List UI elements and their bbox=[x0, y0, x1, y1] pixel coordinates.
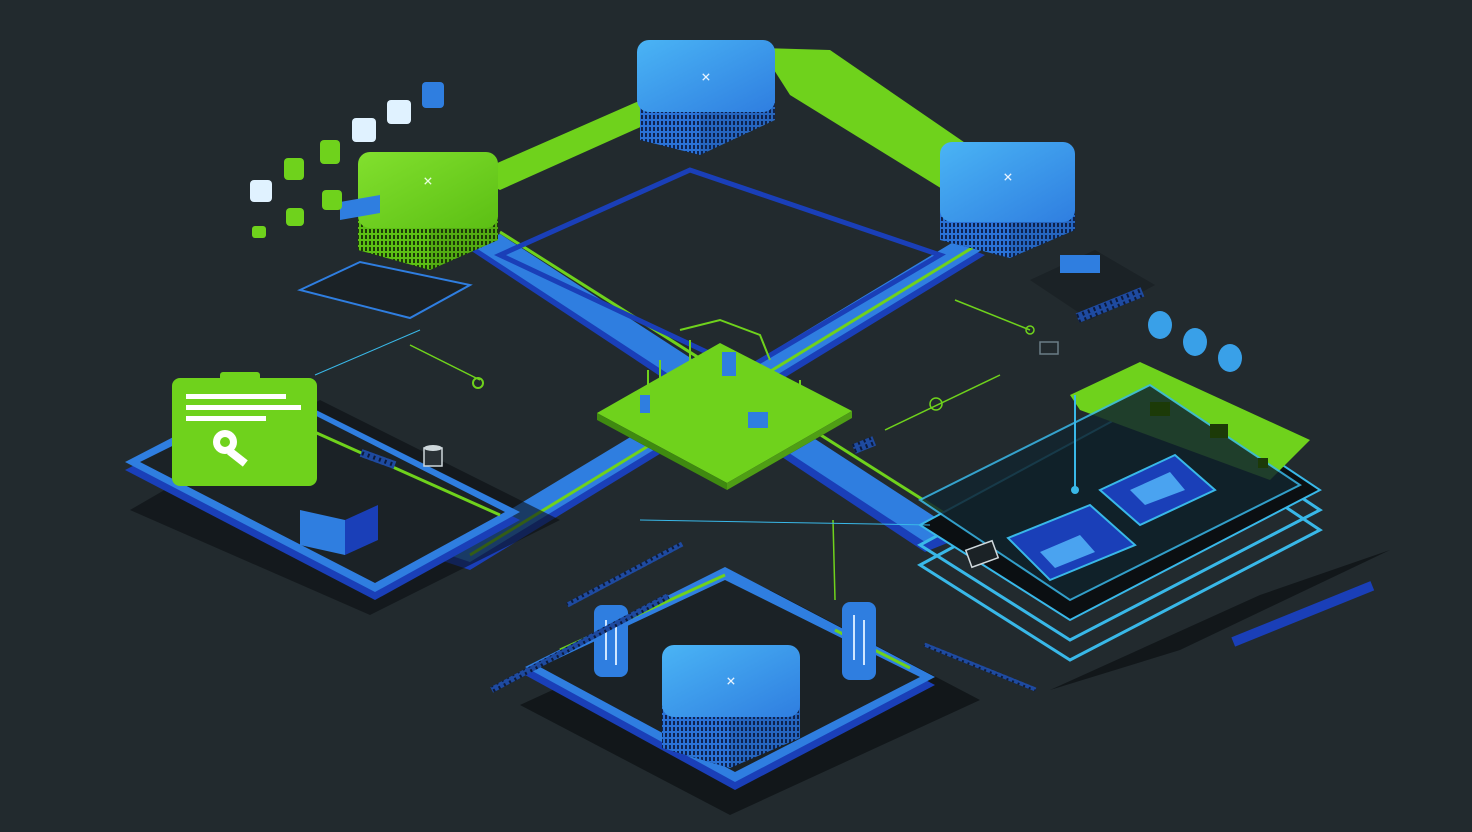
server-glyph: ⨯ bbox=[1003, 167, 1013, 186]
bottom-rack-panel[interactable]: ⨯ bbox=[490, 519, 1037, 815]
hub-device-icon bbox=[748, 412, 768, 428]
shield-icon bbox=[250, 180, 272, 202]
inner-square-outline bbox=[494, 167, 946, 373]
rail-top-right-green bbox=[760, 48, 990, 200]
key-icon bbox=[213, 430, 248, 467]
port-strip bbox=[923, 642, 1037, 692]
terminal-icon bbox=[1039, 341, 1059, 355]
fingerprint-pillar-left bbox=[594, 605, 628, 677]
terminal-icon bbox=[964, 539, 1000, 569]
server-right[interactable]: ⨯ bbox=[940, 142, 1155, 323]
cube-icon bbox=[322, 190, 342, 210]
lock-icon bbox=[1150, 402, 1268, 468]
server-bottom[interactable]: ⨯ bbox=[662, 645, 800, 768]
port-strip bbox=[566, 541, 684, 608]
chat-icon bbox=[320, 140, 340, 164]
floating-icons-right bbox=[1148, 311, 1242, 372]
server-glyph: ⨯ bbox=[423, 171, 433, 190]
server-top-left[interactable]: ⨯ bbox=[297, 152, 498, 320]
port-strip bbox=[490, 593, 670, 693]
lock-icon bbox=[352, 118, 376, 142]
hub-device-icon bbox=[640, 395, 650, 413]
key-card[interactable] bbox=[172, 372, 317, 486]
secure-storage-panel[interactable] bbox=[917, 362, 1390, 690]
port-strip bbox=[1075, 287, 1145, 323]
storage-block bbox=[300, 510, 345, 555]
hub-device-icon bbox=[722, 352, 736, 376]
server-top[interactable]: ⨯ bbox=[637, 40, 775, 155]
key-vault-panel[interactable] bbox=[125, 344, 560, 615]
server-glyph: ⨯ bbox=[701, 67, 711, 86]
lock-icon bbox=[1218, 344, 1242, 372]
cloud-icon bbox=[387, 100, 411, 124]
cloud-icon bbox=[1148, 311, 1172, 339]
device-icon bbox=[340, 194, 380, 221]
port-strip bbox=[851, 436, 877, 454]
leaf-icon bbox=[284, 158, 304, 180]
cube-icon bbox=[422, 82, 444, 108]
database-icon bbox=[423, 445, 443, 467]
link-lines bbox=[884, 299, 1035, 431]
link-lines bbox=[314, 329, 931, 526]
shield-icon bbox=[1183, 328, 1207, 356]
hub-devices bbox=[647, 318, 801, 410]
terminal-icon bbox=[252, 226, 266, 238]
port-strip bbox=[359, 449, 397, 469]
device-icon bbox=[1060, 255, 1100, 273]
database-icon bbox=[286, 208, 304, 226]
server-glyph: ⨯ bbox=[726, 671, 736, 690]
central-hub[interactable] bbox=[597, 318, 852, 490]
floating-icons-left bbox=[250, 82, 444, 238]
fingerprint-pillar-right bbox=[842, 602, 876, 680]
